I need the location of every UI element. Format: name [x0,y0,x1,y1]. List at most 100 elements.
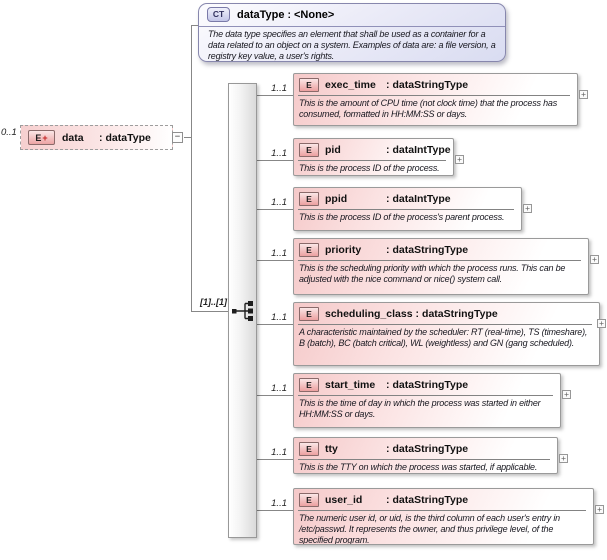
type-separator: : [386,442,390,455]
element-name: ppid [325,192,348,205]
element-icon: E [299,242,319,257]
expand-button[interactable]: + [595,505,604,514]
expand-button[interactable]: + [559,454,568,463]
type-separator: : [386,143,390,156]
element-icon: E [299,306,319,321]
cardinality-label: 1..1 [271,83,287,94]
cardinality-label: 1..1 [271,248,287,259]
expand-button[interactable]: + [455,155,464,164]
connector-line [257,459,293,460]
expand-button[interactable]: + [523,204,532,213]
element-box-ppid[interactable]: E ppid : dataIntType This is the process… [293,187,522,231]
element-header: E tty : dataStringType [294,438,557,459]
element-box-scheduling-class[interactable]: E scheduling_class : dataStringType A ch… [293,302,600,366]
element-box-user-id[interactable]: E user_id : dataStringType The numeric u… [293,488,594,545]
expand-button[interactable]: + [562,390,571,399]
element-annotation: A characteristic maintained by the sched… [299,327,588,348]
cardinality-label: 1..1 [271,197,287,208]
element-badge-letter: E [35,132,42,143]
expand-button[interactable]: + [590,255,599,264]
connector-line [257,395,293,396]
element-box-exec-time[interactable]: E exec_time : dataStringType This is the… [293,73,578,126]
cardinality-label: 0..1 [1,127,17,138]
element-box-priority[interactable]: E priority : dataStringType This is the … [293,238,589,295]
element-header: E user_id : dataStringType [294,489,593,510]
element-type: dataIntType [392,143,451,156]
element-header: E ppid : dataIntType [294,188,521,209]
element-name: exec_time [325,78,376,91]
divider [298,95,570,96]
type-separator: : [386,192,390,205]
element-name: pid [325,143,341,156]
type-separator: : [287,8,291,21]
global-element-icon: E+ [28,130,55,145]
complex-type-name: dataType:<None> [237,9,334,21]
element-type: dataStringType [392,442,469,455]
complex-type-icon: CT [207,7,230,22]
base-type: <None> [293,8,335,21]
element-badge-plus: + [42,132,48,143]
element-icon: E [299,77,319,92]
element-box-data[interactable]: E+ data : dataType [20,125,173,150]
connector-line [257,160,293,161]
divider [298,209,514,210]
divider [298,510,586,511]
connector-line [191,25,192,311]
complex-type-box[interactable]: CT dataType:<None> The data type specifi… [198,3,506,62]
connector-line [184,137,191,138]
type-separator: : [386,493,390,506]
element-type: dataStringType [392,378,469,391]
element-annotation: This is the process ID of the process's … [299,212,505,222]
element-header: E scheduling_class : dataStringType [294,303,599,324]
connector-line [191,311,233,312]
divider [298,160,446,161]
element-name: data [62,131,84,144]
connector-line [257,260,293,261]
element-annotation: This is the amount of CPU time (not cloc… [299,98,558,119]
element-box-tty[interactable]: E tty : dataStringType This is the TTY o… [293,437,558,474]
collapse-button[interactable]: − [172,132,183,143]
element-icon: E [299,441,319,456]
element-type: dataStringType [392,493,469,506]
element-icon: E [299,191,319,206]
element-box-pid[interactable]: E pid : dataIntType This is the process … [293,138,454,176]
type-separator: : [386,378,390,391]
element-annotation: This is the scheduling priority with whi… [299,263,566,284]
sequence-icon[interactable] [231,299,257,323]
element-name: tty [325,442,338,455]
element-name: start_time [325,378,376,391]
element-type: dataStringType [392,78,469,91]
element-type: dataStringType [422,307,498,320]
divider [298,324,592,325]
divider [298,459,550,460]
cardinality-label: 1..1 [271,447,287,458]
type-name: dataType [237,8,285,21]
element-type: dataIntType [392,192,451,205]
type-separator: : [415,307,420,320]
connector-line [257,95,293,96]
expand-button[interactable]: + [597,319,606,328]
element-annotation: This is the process ID of the process. [299,163,440,173]
element-annotation: This is the time of day in which the pro… [299,398,541,419]
cardinality-label: 1..1 [271,312,287,323]
element-header: E start_time : dataStringType [294,374,560,395]
divider [199,26,505,27]
element-name: priority [325,243,362,256]
cardinality-label: 1..1 [271,383,287,394]
element-name: user_id [325,493,363,506]
cardinality-label: 1..1 [271,148,287,159]
type-separator: : [386,78,390,91]
expand-button[interactable]: + [579,90,588,99]
element-box-start-time[interactable]: E start_time : dataStringType This is th… [293,373,561,428]
element-header: E pid : dataIntType [294,139,453,160]
connector-line [191,25,198,26]
element-icon: E [299,377,319,392]
element-header: E priority : dataStringType [294,239,588,260]
element-annotation: The numeric user id, or uid, is the thir… [299,513,560,545]
element-type: dataStringType [392,243,469,256]
connector-line [257,324,293,325]
element-header: E exec_time : dataStringType [294,74,577,95]
complex-type-annotation: The data type specifies an element that … [208,29,496,61]
element-icon: E [299,492,319,507]
